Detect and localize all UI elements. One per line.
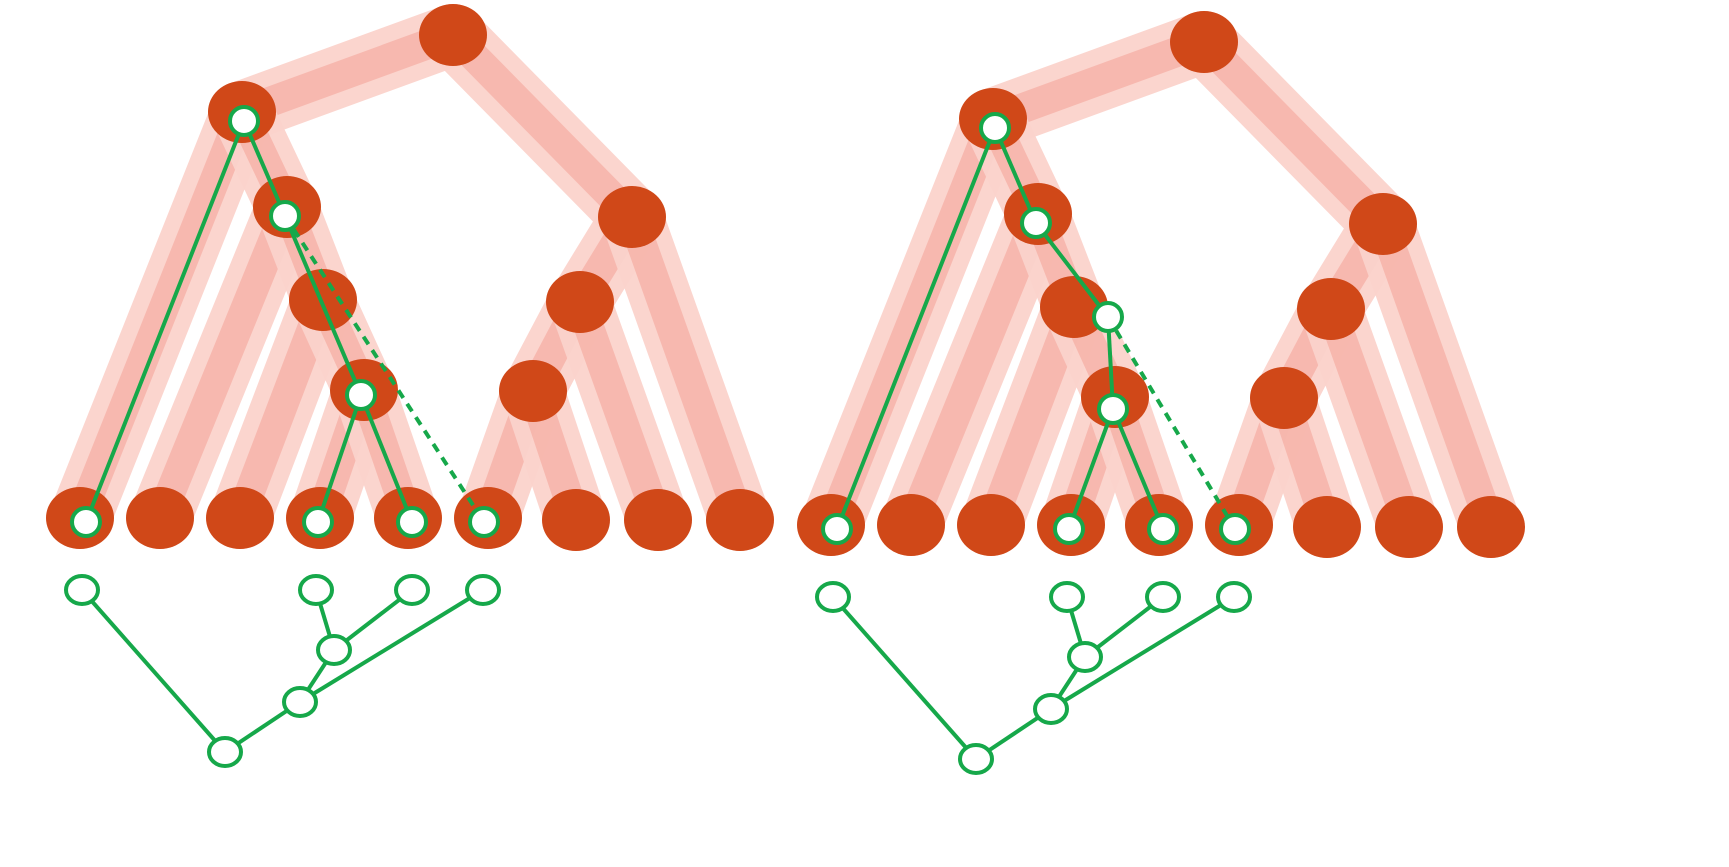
species-node bbox=[598, 186, 666, 248]
species-branch-core bbox=[145, 192, 302, 533]
gene-node bbox=[345, 379, 377, 411]
gene-node bbox=[1097, 393, 1129, 425]
gene-tree-node bbox=[394, 574, 430, 606]
species-tree-branches bbox=[49, 4, 771, 551]
gene-tree-node bbox=[1216, 581, 1252, 613]
species-node bbox=[1349, 193, 1417, 255]
embedded-gene-tree bbox=[70, 105, 500, 538]
gene-tree-edge bbox=[831, 595, 978, 761]
species-tree-branches bbox=[800, 11, 1522, 558]
gene-edge bbox=[1067, 408, 1115, 530]
standalone-gene-tree bbox=[64, 574, 501, 768]
gene-tree-node bbox=[465, 574, 501, 606]
gene-tree-node bbox=[298, 574, 334, 606]
species-node bbox=[546, 271, 614, 333]
gene-edge bbox=[283, 215, 363, 396]
gene-tree-edge bbox=[298, 588, 485, 704]
gene-edge bbox=[993, 127, 1038, 224]
species-branch-core bbox=[227, 20, 468, 127]
gene-edge bbox=[1034, 221, 1110, 319]
gene-tree-node bbox=[1145, 581, 1181, 613]
species-branch-core bbox=[1189, 27, 1398, 239]
gene-edge bbox=[359, 394, 414, 523]
species-node bbox=[1250, 367, 1318, 429]
gene-node bbox=[70, 506, 102, 538]
species-node bbox=[957, 494, 1025, 556]
gene-node bbox=[979, 112, 1011, 144]
gene-tree-node bbox=[207, 736, 243, 768]
gene-edge bbox=[1111, 408, 1165, 530]
species-node bbox=[419, 4, 487, 66]
embedded-gene-tree bbox=[821, 112, 1251, 545]
species-branch-core bbox=[617, 202, 755, 535]
gene-node bbox=[1219, 513, 1251, 545]
gene-node bbox=[1092, 301, 1124, 333]
species-branch-core bbox=[1368, 209, 1506, 542]
species-node bbox=[877, 494, 945, 556]
species-node bbox=[542, 489, 610, 551]
gene-node bbox=[1147, 513, 1179, 545]
standalone-gene-tree bbox=[815, 581, 1252, 775]
species-node bbox=[624, 489, 692, 551]
species-node bbox=[706, 489, 774, 551]
species-node bbox=[1293, 496, 1361, 558]
species-branch-core bbox=[978, 27, 1219, 134]
gene-tree-node bbox=[316, 634, 352, 666]
species-node bbox=[1297, 278, 1365, 340]
species-node bbox=[1457, 496, 1525, 558]
species-node bbox=[126, 487, 194, 549]
species-node bbox=[1170, 11, 1238, 73]
gene-tree-edge bbox=[80, 588, 227, 754]
gene-tree-node bbox=[815, 581, 851, 613]
species-branch-core bbox=[1316, 294, 1424, 542]
gene-tree-node bbox=[64, 574, 100, 606]
gene-edge bbox=[316, 394, 363, 523]
species-node bbox=[289, 269, 357, 331]
gene-edge bbox=[835, 127, 997, 530]
gene-tree-node bbox=[1067, 641, 1103, 673]
reconciliation-panel-right bbox=[797, 11, 1525, 775]
species-node bbox=[206, 487, 274, 549]
gene-tree-node bbox=[282, 686, 318, 718]
gene-tree-node bbox=[1033, 693, 1069, 725]
gene-loss-edge bbox=[283, 214, 486, 524]
species-node bbox=[499, 360, 567, 422]
species-branch-core bbox=[438, 20, 647, 232]
reconciliation-panel-left bbox=[46, 4, 774, 768]
gene-node bbox=[269, 200, 301, 232]
gene-node bbox=[1053, 513, 1085, 545]
gene-node bbox=[821, 513, 853, 545]
species-branch-core bbox=[565, 287, 673, 535]
gene-node bbox=[468, 506, 500, 538]
species-node bbox=[1375, 496, 1443, 558]
gene-edge bbox=[242, 120, 287, 217]
gene-tree-node bbox=[958, 743, 994, 775]
species-node bbox=[1040, 276, 1108, 338]
species-branch-core bbox=[65, 97, 257, 533]
species-branch-core bbox=[896, 199, 1053, 540]
gene-tree-edge bbox=[1049, 595, 1236, 711]
gene-node bbox=[1020, 207, 1052, 239]
gene-node bbox=[396, 506, 428, 538]
species-branch-core bbox=[816, 104, 1008, 540]
gene-node bbox=[302, 506, 334, 538]
gene-tree-node bbox=[1049, 581, 1085, 613]
gene-edge bbox=[84, 120, 246, 523]
gene-node bbox=[228, 105, 260, 137]
